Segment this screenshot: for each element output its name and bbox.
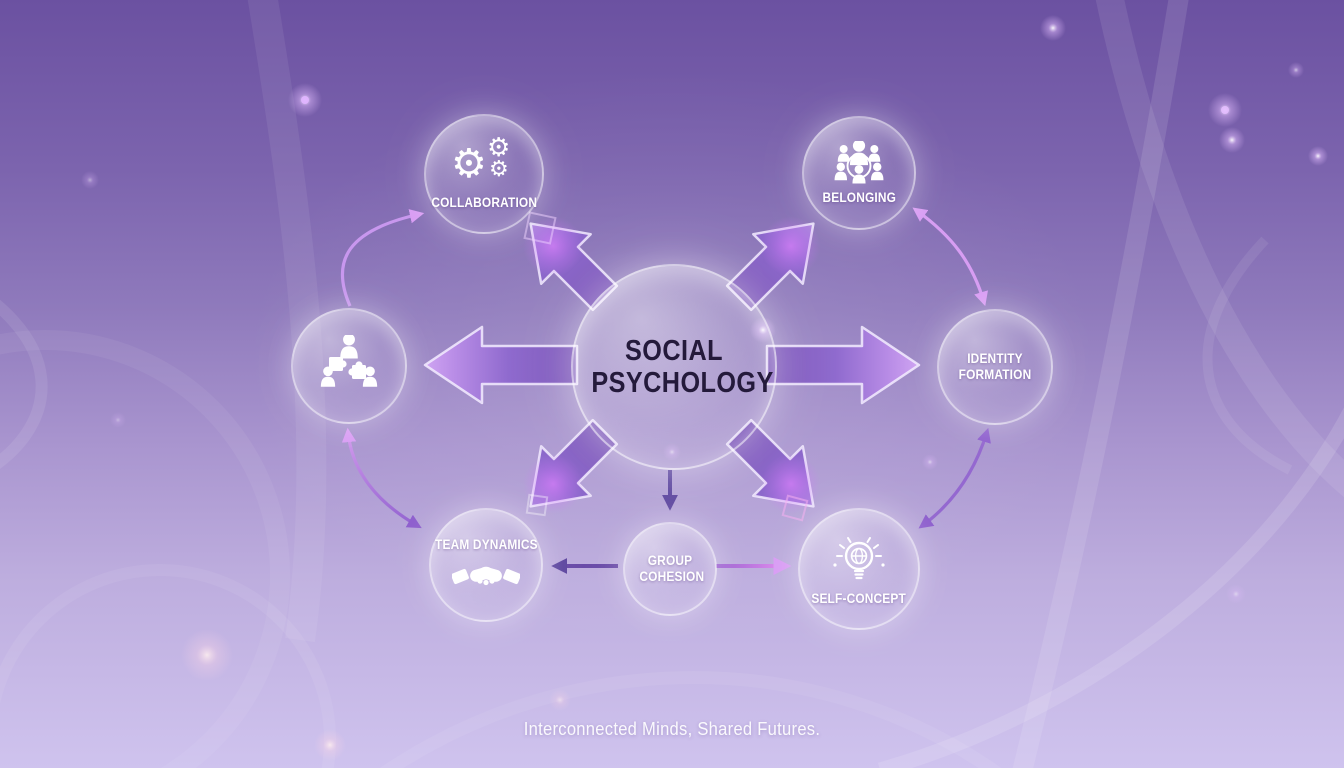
block-arrow-up-left (523, 216, 619, 312)
node-label-collaboration: COLLABORATION (431, 193, 537, 210)
node-collaboration: ⚙ ⚙ ⚙ COLLABORATION (424, 114, 544, 234)
node-label-group-cohesion: GROUP COHESION (639, 552, 705, 584)
gears-icon: ⚙ ⚙ ⚙ (451, 131, 511, 186)
curve-arrow-teamwork-to-collaboration (340, 209, 425, 307)
central-title: SOCIAL PSYCHOLOGY (591, 334, 774, 399)
lightbulb-brain-icon (833, 536, 885, 579)
puzzle-pieces (329, 357, 366, 379)
node-self-concept: SELF-CONCEPT (798, 508, 920, 630)
decor-squares (523, 211, 809, 522)
block-arrow-down-left (523, 418, 619, 514)
tagline: Interconnected Minds, Shared Futures. (523, 719, 821, 739)
node-group-cohesion: GROUP COHESION (623, 522, 717, 616)
node-team-dynamics: TEAM DYNAMICS (429, 508, 543, 622)
node-identity-formation: IDENTITY FORMATION (937, 309, 1053, 425)
people-puzzle-icon (320, 335, 378, 387)
block-arrow-right (765, 325, 921, 405)
node-belonging: BELONGING (802, 116, 916, 230)
block-arrow-left (423, 325, 579, 405)
node-label-belonging: BELONGING (822, 188, 896, 205)
node-label-team-dynamics: TEAM DYNAMICS (434, 535, 538, 552)
block-arrow-up-right (725, 216, 821, 312)
curve-arrow-identity-self-concept (918, 427, 991, 529)
central-node: SOCIAL PSYCHOLOGY (571, 264, 777, 470)
curve-arrow-belonging-identity (912, 207, 988, 307)
people-group-icon (834, 140, 884, 184)
curve-arrow-teamwork-team-dynamics (341, 427, 422, 529)
handshake-icon (452, 567, 520, 586)
node-teamwork (291, 308, 407, 424)
node-label-self-concept: SELF-CONCEPT (811, 589, 907, 606)
node-label-identity-formation: IDENTITY FORMATION (958, 350, 1032, 382)
